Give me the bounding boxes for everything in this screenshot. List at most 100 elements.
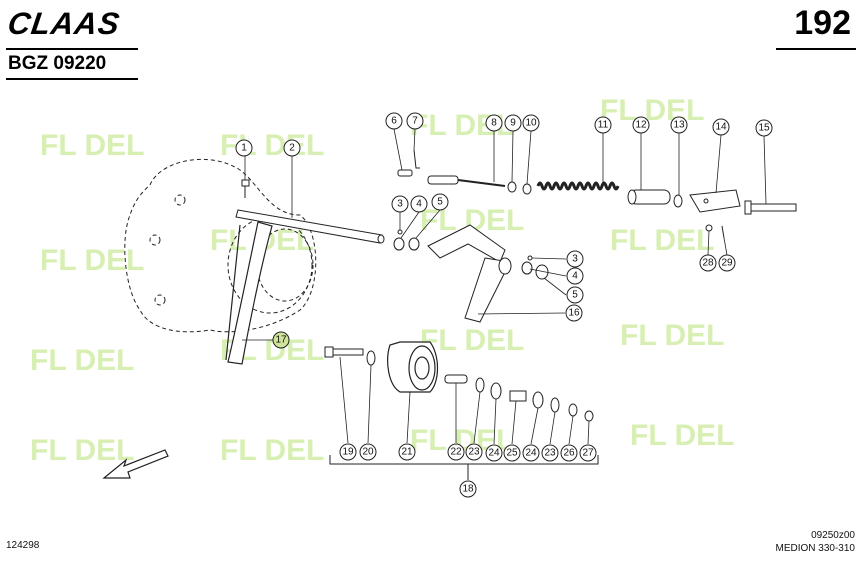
watermark-text: FL DEL xyxy=(40,129,144,162)
callout-4[interactable]: 4 xyxy=(410,195,428,213)
part-7-clip xyxy=(413,149,420,169)
callout-16[interactable]: 16 xyxy=(565,304,583,322)
part-23-circlip-b xyxy=(550,397,560,413)
callout-27[interactable]: 27 xyxy=(579,444,597,462)
watermark-text: FL DEL xyxy=(220,434,324,467)
svg-text:7: 7 xyxy=(412,116,418,127)
part-1-bolt xyxy=(241,179,250,198)
part-12-sleeve xyxy=(627,189,671,205)
part-22-axle xyxy=(444,374,468,384)
part-19-bolt xyxy=(324,346,364,358)
watermark-text: FL DEL xyxy=(420,324,524,357)
callout-18[interactable]: 18 xyxy=(459,480,477,498)
callout-24-b[interactable]: 24 xyxy=(522,444,540,462)
svg-text:28: 28 xyxy=(702,258,714,269)
part-16-lever xyxy=(427,224,512,323)
part-9-nut xyxy=(507,181,517,193)
callout-4-lower[interactable]: 4 xyxy=(566,267,584,285)
part-2-shaft xyxy=(235,209,385,244)
part-8-tie-rod xyxy=(427,175,506,187)
watermark-text: FL DEL xyxy=(30,434,134,467)
watermark-text: FL DEL xyxy=(630,419,734,452)
callout-1[interactable]: 1 xyxy=(235,139,253,157)
svg-text:17: 17 xyxy=(275,335,287,346)
footer-code: 124298 xyxy=(6,540,40,551)
part-6-pin xyxy=(397,169,413,177)
svg-text:23: 23 xyxy=(468,447,480,458)
svg-text:11: 11 xyxy=(598,120,609,131)
svg-text:4: 4 xyxy=(572,271,578,282)
callout-6[interactable]: 6 xyxy=(385,112,403,130)
callout-23-b[interactable]: 23 xyxy=(541,444,559,462)
callout-20[interactable]: 20 xyxy=(359,443,377,461)
svg-text:14: 14 xyxy=(715,122,727,133)
svg-text:10: 10 xyxy=(525,118,537,129)
footer-right: 09250z00 MEDION 330-310 xyxy=(776,529,855,555)
callout-23[interactable]: 23 xyxy=(465,443,483,461)
part-28-washer xyxy=(705,224,713,232)
callout-24[interactable]: 24 xyxy=(485,444,503,462)
svg-text:19: 19 xyxy=(342,447,354,458)
callout-26[interactable]: 26 xyxy=(560,444,578,462)
page-number-rule xyxy=(776,48,856,50)
svg-text:26: 26 xyxy=(563,448,575,459)
part-21-pulley xyxy=(387,341,439,393)
part-17-belt xyxy=(225,221,273,365)
part-26-washer xyxy=(568,403,578,417)
housing-boss xyxy=(174,194,186,206)
part-24-bearing xyxy=(490,382,502,400)
callout-14[interactable]: 14 xyxy=(712,118,730,136)
svg-text:25: 25 xyxy=(506,448,518,459)
callout-12[interactable]: 12 xyxy=(632,116,650,134)
part-10-washer xyxy=(522,183,532,195)
watermark-layer: FL DEL FL DEL FL DEL FL DEL FL DEL FL DE… xyxy=(30,94,734,467)
svg-text:2: 2 xyxy=(289,143,295,154)
callout-9[interactable]: 9 xyxy=(504,114,522,132)
watermark-text: FL DEL xyxy=(40,244,144,277)
callout-29[interactable]: 29 xyxy=(718,254,736,272)
callout-13[interactable]: 13 xyxy=(670,116,688,134)
group-code: BGZ 09220 xyxy=(8,53,107,74)
watermark-text: FL DEL xyxy=(610,224,714,257)
callout-28[interactable]: 28 xyxy=(699,254,717,272)
callout-7[interactable]: 7 xyxy=(406,112,424,130)
callout-11[interactable]: 11 xyxy=(594,116,612,134)
callout-21[interactable]: 21 xyxy=(398,443,416,461)
leader-lines xyxy=(242,128,767,445)
callout-17-highlighted[interactable]: 17 xyxy=(272,331,290,349)
callout-10[interactable]: 10 xyxy=(522,114,540,132)
model-name: MEDION 330-310 xyxy=(775,543,855,554)
callout-8[interactable]: 8 xyxy=(485,114,503,132)
part-20-washer xyxy=(366,350,376,366)
callout-5-lower[interactable]: 5 xyxy=(566,286,584,304)
callouts: 1 2 3 4 5 6 7 8 9 10 11 12 13 14 15 16 1… xyxy=(235,112,773,498)
callout-5[interactable]: 5 xyxy=(431,193,449,211)
direction-arrow xyxy=(102,449,169,479)
callout-3[interactable]: 3 xyxy=(391,195,409,213)
svg-text:24: 24 xyxy=(525,448,537,459)
watermark-text: FL DEL xyxy=(30,344,134,377)
callout-2[interactable]: 2 xyxy=(283,139,301,157)
part-3-pin xyxy=(397,229,403,235)
callout-3-lower[interactable]: 3 xyxy=(566,250,584,268)
callout-22[interactable]: 22 xyxy=(447,443,465,461)
part-29-pin xyxy=(721,225,725,239)
svg-text:6: 6 xyxy=(391,116,397,127)
callout-15[interactable]: 15 xyxy=(755,119,773,137)
drawing-code: 09250z00 xyxy=(811,530,855,541)
svg-text:16: 16 xyxy=(568,308,580,319)
svg-text:15: 15 xyxy=(758,123,770,134)
part-13-washer xyxy=(673,194,683,208)
svg-text:8: 8 xyxy=(491,118,497,129)
part-5-bushing xyxy=(408,237,420,251)
svg-text:4: 4 xyxy=(416,199,422,210)
watermark-text: FL DEL xyxy=(600,94,704,127)
svg-text:1: 1 xyxy=(241,143,247,154)
watermark-text: FL DEL xyxy=(220,129,324,162)
part-15-bolt xyxy=(744,200,797,215)
svg-text:20: 20 xyxy=(362,447,374,458)
callout-25[interactable]: 25 xyxy=(503,444,521,462)
part-24-bearing-b xyxy=(532,391,544,409)
callout-19[interactable]: 19 xyxy=(339,443,357,461)
